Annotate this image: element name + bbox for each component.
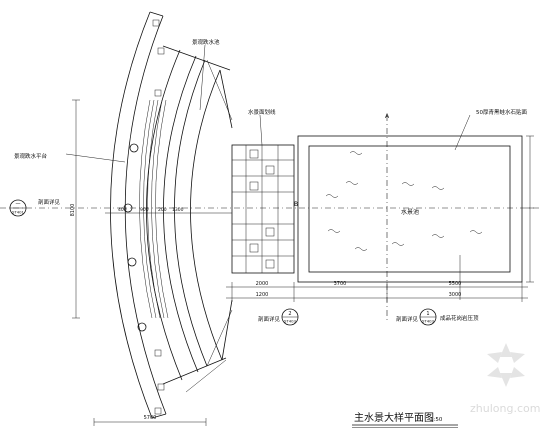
section-bottom2-text: 剖面详见 — [396, 315, 419, 323]
dim-right-1: 5500 — [449, 281, 462, 287]
marker-b2-sub: ST403 — [422, 319, 435, 324]
section-marker-left: 剖面详见 一 ST401 — [9, 198, 61, 217]
label-pool-border: 水景面划线 — [248, 108, 276, 116]
section-marker-bottom-1: 剖面详见 2 ST403 — [258, 308, 299, 326]
dim-small-2: 900 — [140, 207, 149, 213]
curved-platform — [110, 11, 233, 419]
dim-left-vertical: 8100 — [70, 204, 76, 217]
section-left-text: 剖面详见 — [38, 198, 61, 206]
section-marker-bottom-2: 剖面详见 1 ST403 — [396, 308, 437, 326]
pool — [297, 135, 523, 283]
dim-mid-2: 1200 — [256, 292, 269, 298]
dim-mid-1: 2000 — [256, 281, 269, 287]
marker-left-num: 一 — [15, 202, 20, 208]
watermark-logo-icon — [487, 343, 525, 387]
watermark: zhulong.com — [470, 343, 540, 415]
dim-bottom-1: 5700 — [144, 415, 157, 421]
label-bottom-right: 成品花岗岩压顶 — [440, 314, 479, 322]
dim-small-4: 1300 — [172, 207, 184, 213]
drawing-title-block: 主水景大样平面图 1:50 — [352, 411, 458, 428]
dimensions — [72, 99, 534, 426]
marker-b2-num: 1 — [426, 311, 429, 317]
label-top-right: 50厚青黑蛙水石贴面 — [476, 108, 527, 116]
marker-b1-num: 2 — [288, 311, 291, 317]
section-bottom1-text: 剖面详见 — [258, 315, 281, 323]
axis-letter-b: B — [294, 201, 298, 208]
grid-bridge — [231, 144, 295, 274]
drawing-scale: 1:50 — [430, 417, 443, 423]
axis-letter-a: A — [385, 113, 390, 120]
watermark-text: zhulong.com — [470, 402, 540, 415]
pool-label: 水景池 — [401, 208, 419, 216]
dim-small-3: 200 — [158, 207, 167, 213]
label-left: 景观跌水平台 — [14, 152, 48, 160]
dim-small-1: 400 — [118, 207, 127, 213]
marker-left-sub: ST401 — [12, 210, 25, 215]
marker-b1-sub: ST403 — [284, 319, 297, 324]
leader-lines — [65, 44, 471, 300]
dim-mid-3: 3700 — [334, 281, 347, 287]
drawing-title: 主水景大样平面图 — [354, 411, 434, 424]
label-top: 景观跌水池 — [192, 38, 220, 46]
dim-right-2: 3000 — [449, 292, 462, 298]
